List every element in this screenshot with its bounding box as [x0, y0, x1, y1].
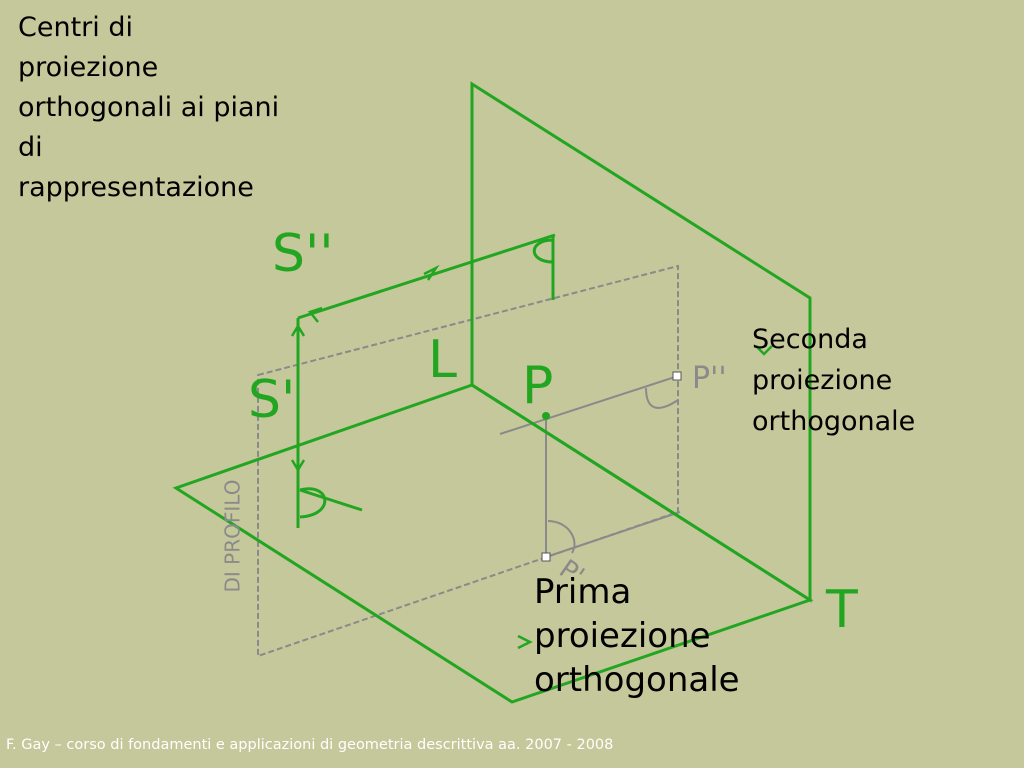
- label-line-l: L: [428, 330, 457, 390]
- label-s-prime: S': [248, 370, 296, 430]
- reference-planes: [172, 81, 814, 704]
- center-lines: [296, 233, 556, 528]
- arrow-markers: [290, 264, 773, 650]
- projection-rays: [499, 375, 681, 558]
- label-profile-plane: DI PROFILO: [220, 479, 245, 593]
- label-point-p: P: [522, 356, 554, 416]
- label-p-double-prime: P'': [692, 361, 727, 396]
- p-marker: [542, 412, 550, 420]
- label-s-double-prime: S'': [272, 224, 334, 284]
- p1-marker: [541, 552, 551, 562]
- slide-title: Centri di proiezione orthogonali ai pian…: [18, 12, 280, 203]
- p2-marker: [672, 371, 682, 381]
- label-trace-t: T: [826, 580, 858, 640]
- second-projection-label: Seconda proiezione orthogonale: [752, 324, 916, 437]
- vertical-plane: [470, 81, 812, 603]
- first-projection-label: Prima proiezione orthogonale: [534, 572, 740, 700]
- footer-credit: F. Gay – corso di fondamenti e applicazi…: [6, 737, 614, 753]
